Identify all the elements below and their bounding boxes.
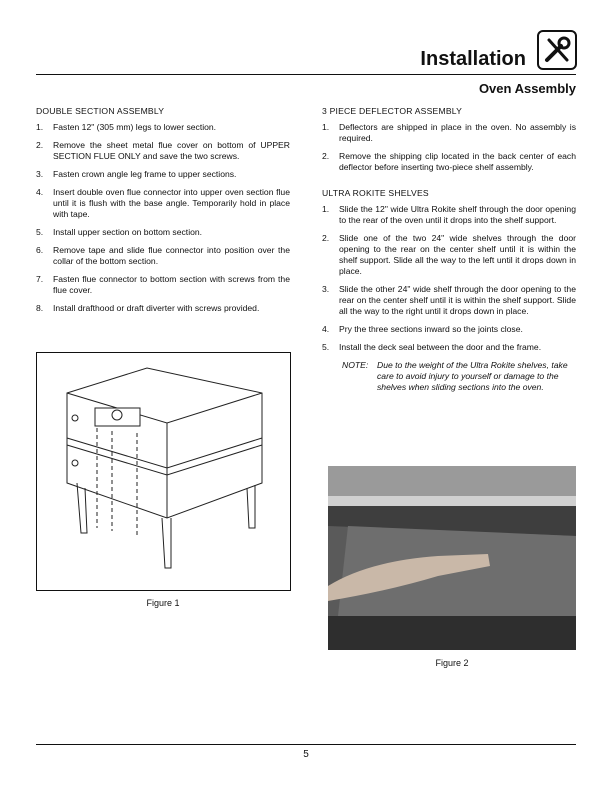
list-item: 8. Install drafthood or draft diverter wi…: [36, 303, 290, 314]
step-list: 1. Slide the 12" wide Ultra Rokite shelf …: [322, 204, 576, 353]
list-item: 3. Fasten crown angle leg frame to upper …: [36, 169, 290, 180]
step-number: 4.: [36, 187, 44, 197]
list-item: 5. Install upper section on bottom sectio…: [36, 227, 290, 238]
step-list: 1. Fasten 12" (305 mm) legs to lower sect…: [36, 122, 290, 314]
list-item: 4. Pry the three sections inward so the j…: [322, 324, 576, 335]
figure-caption: Figure 2: [435, 658, 469, 668]
list-item: 7. Fasten flue connector to bottom sectio…: [36, 274, 290, 296]
tools-icon: [537, 30, 577, 70]
list-item: 1. Slide the 12" wide Ultra Rokite shelf …: [322, 204, 576, 226]
note-label: NOTE:: [342, 360, 369, 370]
step-text: Remove the shipping clip located in the …: [339, 151, 576, 172]
list-item: 1. Deflectors are shipped in place in the…: [322, 122, 576, 144]
figure-2-photo-shelf-installation: [328, 466, 576, 650]
header-divider: [36, 74, 576, 75]
step-number: 3.: [322, 284, 330, 294]
step-number: 3.: [36, 169, 44, 179]
step-number: 4.: [322, 324, 330, 334]
left-column: DOUBLE SECTION ASSEMBLY 1. Fasten 12" (30…: [36, 106, 290, 321]
section-heading: DOUBLE SECTION ASSEMBLY: [36, 106, 165, 116]
footer-divider: [36, 744, 576, 745]
step-text: Fasten flue connector to bottom section …: [53, 274, 290, 295]
step-number: 7.: [36, 274, 44, 284]
step-text: Slide the 12" wide Ultra Rokite shelf th…: [339, 204, 576, 225]
step-text: Remove the sheet metal flue cover on bot…: [53, 140, 290, 161]
step-number: 8.: [36, 303, 44, 313]
step-text: Install upper section on bottom section.: [53, 227, 203, 237]
section-heading: 3 PIECE DEFLECTOR ASSEMBLY: [322, 106, 463, 116]
section-heading: ULTRA ROKITE SHELVES: [322, 188, 429, 198]
figure-1-oven-diagram: [36, 352, 291, 591]
step-text: Insert double oven flue connector into u…: [53, 187, 290, 219]
step-text: Remove tape and slide flue connector int…: [53, 245, 290, 266]
step-number: 6.: [36, 245, 44, 255]
right-column: 3 PIECE DEFLECTOR ASSEMBLY 1. Deflectors …: [322, 106, 576, 393]
note-text: Due to the weight of the Ultra Rokite sh…: [377, 360, 568, 392]
section-title: Oven Assembly: [478, 81, 576, 96]
step-text: Install the deck seal between the door a…: [339, 342, 542, 352]
page-title: Installation: [420, 48, 526, 70]
list-item: 2. Remove the shipping clip located in th…: [322, 151, 576, 173]
step-number: 1.: [36, 122, 44, 132]
list-item: 6. Remove tape and slide flue connector i…: [36, 245, 290, 267]
step-text: Fasten crown angle leg frame to upper se…: [53, 169, 237, 179]
figure-caption: Figure 1: [146, 598, 180, 608]
list-item: 2. Slide one of the two 24" wide shelves …: [322, 233, 576, 277]
note: NOTE: Due to the weight of the Ultra Rok…: [342, 360, 576, 393]
page-number: 5: [303, 749, 309, 760]
step-number: 5.: [36, 227, 44, 237]
step-number: 1.: [322, 204, 330, 214]
step-list: 1. Deflectors are shipped in place in the…: [322, 122, 576, 173]
step-text: Install drafthood or draft diverter with…: [53, 303, 260, 313]
step-number: 2.: [322, 151, 330, 161]
step-text: Slide the other 24" wide shelf through t…: [339, 284, 576, 316]
step-text: Pry the three sections inward so the joi…: [339, 324, 523, 334]
list-item: 2. Remove the sheet metal flue cover on b…: [36, 140, 290, 162]
step-text: Deflectors are shipped in place in the o…: [339, 122, 576, 143]
step-text: Fasten 12" (305 mm) legs to lower sectio…: [53, 122, 217, 132]
list-item: 4. Insert double oven flue connector into…: [36, 187, 290, 220]
step-number: 1.: [322, 122, 330, 132]
list-item: 5. Install the deck seal between the door…: [322, 342, 576, 353]
step-number: 5.: [322, 342, 330, 352]
list-item: 3. Slide the other 24" wide shelf through…: [322, 284, 576, 317]
step-number: 2.: [36, 140, 44, 150]
step-text: Slide one of the two 24" wide shelves th…: [339, 233, 576, 276]
step-number: 2.: [322, 233, 330, 243]
list-item: 1. Fasten 12" (305 mm) legs to lower sect…: [36, 122, 290, 133]
